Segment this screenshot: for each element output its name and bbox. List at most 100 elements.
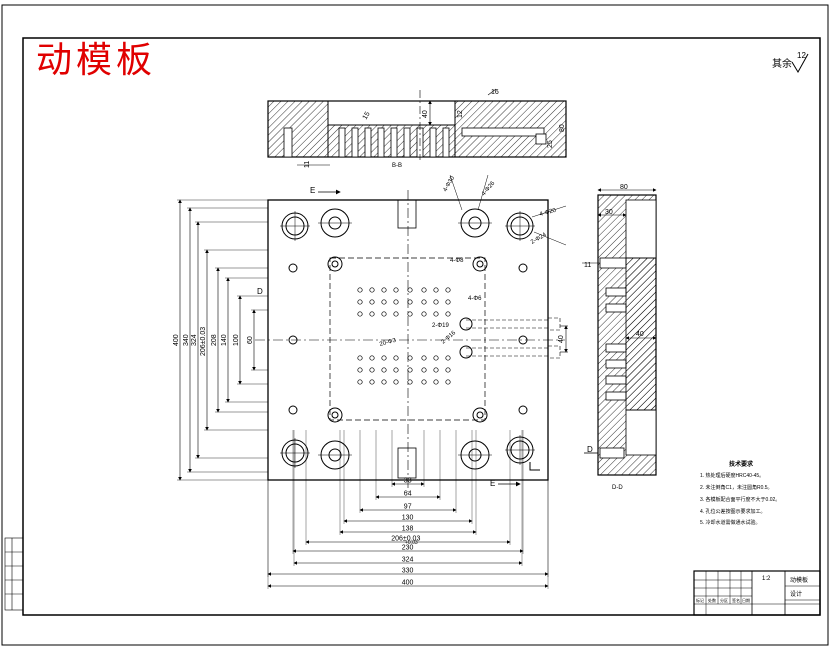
left-dim-label: 400 [173, 334, 180, 346]
left-dim-label: 206±0.03 [200, 327, 207, 356]
ejector-pin-hole [407, 379, 413, 385]
ejector-pin-hole [421, 299, 427, 305]
title-block [693, 570, 821, 616]
ejector-pin-hole [445, 379, 451, 385]
tech-note-3: 4. 孔位公差按图示要求加工。 [700, 508, 766, 515]
rev-4: 日期 [742, 597, 750, 603]
bottom-dim-label: 64 [404, 491, 412, 498]
ejector-pin-hole [407, 367, 413, 373]
section-mark-e-top: E [310, 186, 315, 195]
side-dim-0: 80 [620, 184, 628, 191]
ejector-pin-hole [369, 311, 375, 317]
ejector-pin-hole [445, 287, 451, 293]
left-dim-label: 208 [211, 334, 218, 346]
tech-note-1: 2. 未注倒角C1，未注圆角R0.5。 [700, 484, 773, 491]
ejector-pin-hole [369, 299, 375, 305]
section-mark-e-bottom: E [490, 479, 495, 488]
top-dim-1: 40 [422, 110, 429, 118]
ejector-pin-hole [357, 311, 363, 317]
note-2: 4-Φ20 [539, 208, 557, 218]
top-dim-2: 12 [457, 110, 464, 118]
ejector-pin-hole [421, 379, 427, 385]
tech-note-4: 5. 冷却水道需做通水试验。 [700, 519, 761, 526]
ejector-pin-hole [369, 287, 375, 293]
ejector-pin-hole [433, 355, 439, 361]
bottom-dim-label: 33 [404, 478, 412, 485]
ejector-pin-hole [393, 367, 399, 373]
ejector-pin-hole [407, 355, 413, 361]
note-8: 20-Φ3 [379, 338, 397, 348]
ejector-pin-hole [433, 299, 439, 305]
left-dim-label: 60 [247, 336, 254, 344]
tech-note-2: 3. 各模板配合面平行度不大于0.02。 [700, 496, 780, 503]
side-section-label: D-D [612, 485, 623, 491]
ejector-pin-hole [433, 287, 439, 293]
ejector-pin-hole [393, 355, 399, 361]
top-dim-5: 16 [491, 89, 499, 96]
roughness-symbol: 其余 12 [772, 51, 809, 73]
roughness-label: 其余 [772, 57, 792, 70]
rev-2: 分区 [720, 597, 728, 603]
top-dim-3: 80 [559, 124, 566, 132]
ejector-pin-hole [381, 299, 387, 305]
bottom-dim-label: 97 [404, 504, 412, 511]
note-4: 4-Φ8 [450, 258, 464, 264]
top-dim-4: 25 [547, 140, 554, 148]
ejector-pin-hole [433, 311, 439, 317]
ejector-pin-hole [393, 311, 399, 317]
ejector-pin-hole [407, 287, 413, 293]
left-dim-label: 324 [191, 334, 198, 346]
ejector-pin-hole [421, 367, 427, 373]
bottom-dim-label: 330 [402, 568, 414, 575]
note-1: 4-Φ26 [481, 180, 497, 197]
side-section-view: 80 30 11 40 D D-D [582, 184, 657, 491]
tech-note-0: 1. 热处理后硬度HRC40-45。 [700, 472, 764, 479]
outer-frame [1, 4, 829, 646]
bottom-dim-label: 138 [402, 526, 414, 533]
drawing-title: 动模板 [36, 40, 156, 80]
bottom-dim-label: 230 [402, 545, 414, 552]
ejector-pin-hole [381, 379, 387, 385]
ejector-pin-hole [445, 311, 451, 317]
side-dim-1: 30 [605, 209, 613, 216]
ejector-pin-hole [357, 379, 363, 385]
ejector-pin-hole [445, 299, 451, 305]
section-mark-d: D [257, 287, 263, 296]
left-dim-label: 140 [221, 334, 228, 346]
top-dim-0: 15 [362, 111, 372, 121]
main-plan-view: 40 E E D 4-Φ30 4-Φ26 4-Φ20 2-Φ24 4-Φ8 2-… [173, 175, 568, 589]
ejector-pin-hole [407, 311, 413, 317]
bottom-dim-label: 130 [402, 515, 414, 522]
title-block-name: 动模板 [790, 576, 808, 584]
ejector-pin-hole [393, 287, 399, 293]
note-0: 4-Φ30 [443, 175, 457, 193]
note-7: 4-Φ6 [468, 296, 482, 302]
title-block-scale: 1:2 [762, 576, 771, 582]
ejector-pin-hole [369, 355, 375, 361]
rev-0: 标记 [696, 597, 704, 603]
ejector-pin-hole [393, 299, 399, 305]
rev-1: 处数 [708, 597, 716, 603]
ejector-pin-hole [433, 379, 439, 385]
ejector-pin-hole [381, 287, 387, 293]
ejector-pin-hole [357, 355, 363, 361]
ejector-pin-hole [369, 379, 375, 385]
rev-3: 签名 [732, 597, 740, 603]
ejector-pin-hole [393, 379, 399, 385]
bottom-dim-label: 400 [402, 580, 414, 587]
top-section-view: 15 40 12 80 25 16 11 B-B [267, 88, 567, 169]
top-dim-6: 11 [304, 161, 311, 168]
ejector-pin-array [357, 287, 451, 385]
left-margin-strip [4, 537, 24, 611]
top-section-label: B-B [392, 163, 402, 169]
right-dim-0: 40 [558, 335, 565, 343]
left-dim-label: 100 [233, 334, 240, 346]
ejector-pin-hole [381, 311, 387, 317]
ejector-pin-hole [421, 355, 427, 361]
ejector-pin-hole [445, 355, 451, 361]
ejector-pin-hole [407, 299, 413, 305]
note-5: 2-Φ19 [432, 323, 449, 329]
